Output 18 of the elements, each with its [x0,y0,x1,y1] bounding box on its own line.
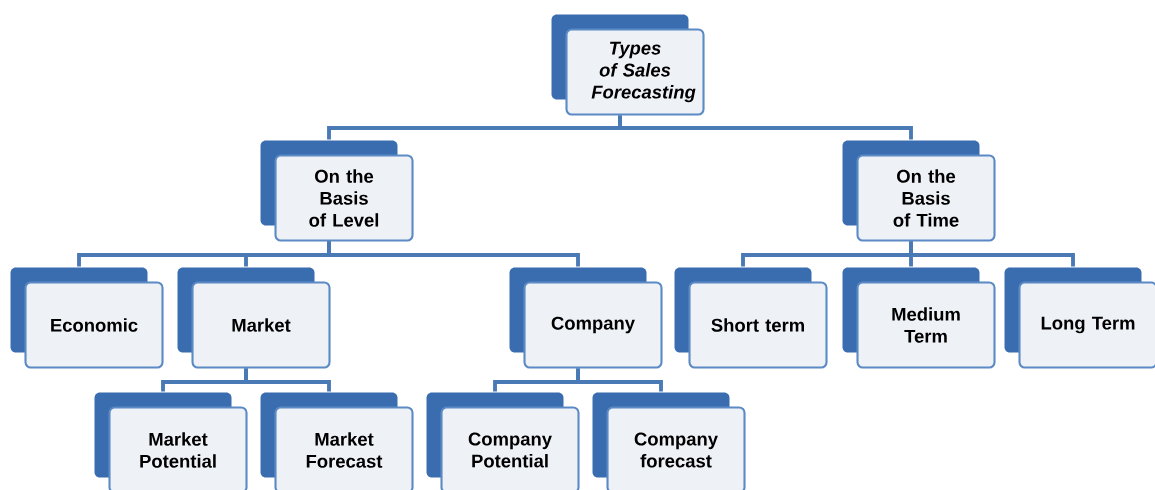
box: Economic [10,267,164,369]
box: Company forecast [592,392,746,490]
box: Long Term [1004,267,1155,369]
connector-line [576,368,663,392]
connector-line [244,368,331,392]
box: Types of Sales Forecasting [551,14,705,116]
connector-line [909,241,1075,267]
box: Market Forecast [260,392,414,490]
box: Medium Term [842,267,996,369]
box: Company Potential [426,392,580,490]
box: Company [509,267,663,369]
box: On the Basis of Level [260,140,414,242]
connector-line [618,115,913,140]
box: Market [177,267,331,369]
connector-line [327,241,580,267]
box: Market Potential [94,392,248,490]
box: On the Basis of Time [842,140,996,242]
box: Short term [674,267,828,369]
